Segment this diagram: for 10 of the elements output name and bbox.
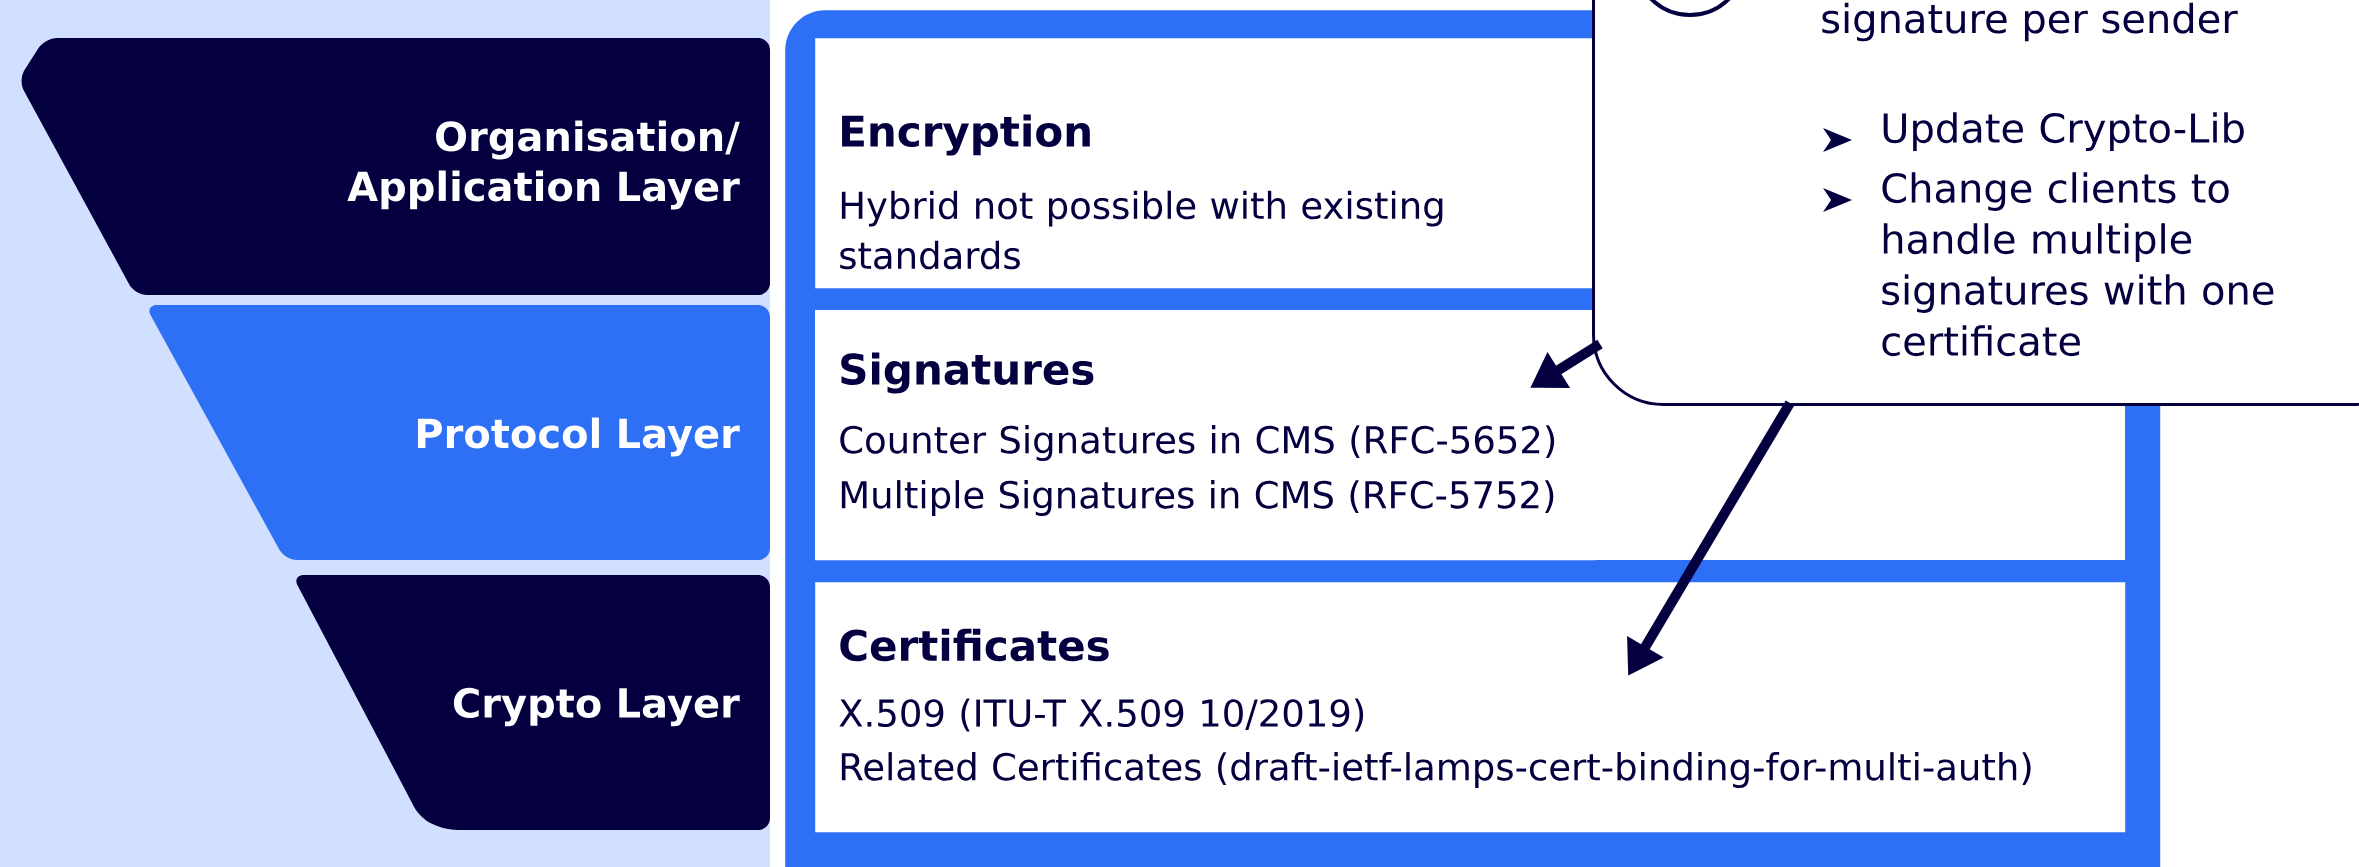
node-label: Counter Signatures in CMS (RFC-5652) <box>840 425 1555 461</box>
content-box: Signatures Counter Signatures in CMS (RFC-5652) Multiple Signatures in CMS (RFC-5752) <box>815 310 1596 561</box>
content-box: Encryption Hybrid not possible with existing standards <box>815 38 1594 289</box>
node-label: Signatures <box>841 352 1094 394</box>
layer-band: Organisation/ Application Layer <box>21 38 770 295</box>
content-box: Certificates X.509 (ITU-T X.509 10/2019) Related Certificates (draft-ietf-lamps-cert-binding-for-multi-auth) <box>815 582 2126 833</box>
callout-tooltip: signature per sender Update Crypto-Lib Change clients to handle multiple signatures with one certificate <box>1592 0 2359 406</box>
layer-band: Crypto Layer <box>296 575 770 830</box>
layer-band: Protocol Layer <box>149 305 770 560</box>
node-label: Multiple Signatures in CMS (RFC-5752) <box>841 480 1554 516</box>
